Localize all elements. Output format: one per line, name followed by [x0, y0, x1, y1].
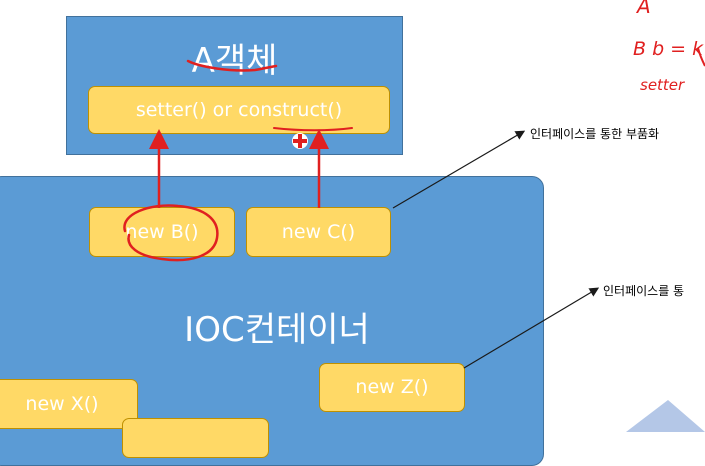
pen-underline-construct — [273, 127, 353, 132]
callout-arrow-top — [392, 130, 526, 209]
node-new-x: new X() — [0, 379, 138, 429]
handwritten-b-assign: B b = k — [633, 38, 704, 60]
pen-mark-top-right — [697, 47, 705, 67]
ioc-container-label: IOC컨테이너 — [184, 310, 370, 350]
diagram-overlay — [123, 47, 705, 432]
handwritten-setter: setter — [640, 76, 685, 94]
node-new-c: new C() — [246, 207, 391, 257]
a-object-title: A객체 — [191, 41, 278, 81]
callout-arrow-mid — [463, 287, 600, 369]
node-new-z: new Z() — [319, 363, 465, 412]
pen-underline-title — [186, 59, 278, 72]
annotation-interface-mid: 인터페이스를 통 — [603, 284, 685, 298]
decorative-triangle — [626, 400, 705, 432]
pen-circle-new-b — [123, 204, 219, 262]
annotation-interface-top: 인터페이스를 통한 부품화 — [530, 127, 660, 141]
handwritten-a: A — [637, 0, 651, 18]
cursor-icon — [292, 133, 308, 149]
setter-or-construct-box: setter() or construct() — [88, 86, 390, 134]
